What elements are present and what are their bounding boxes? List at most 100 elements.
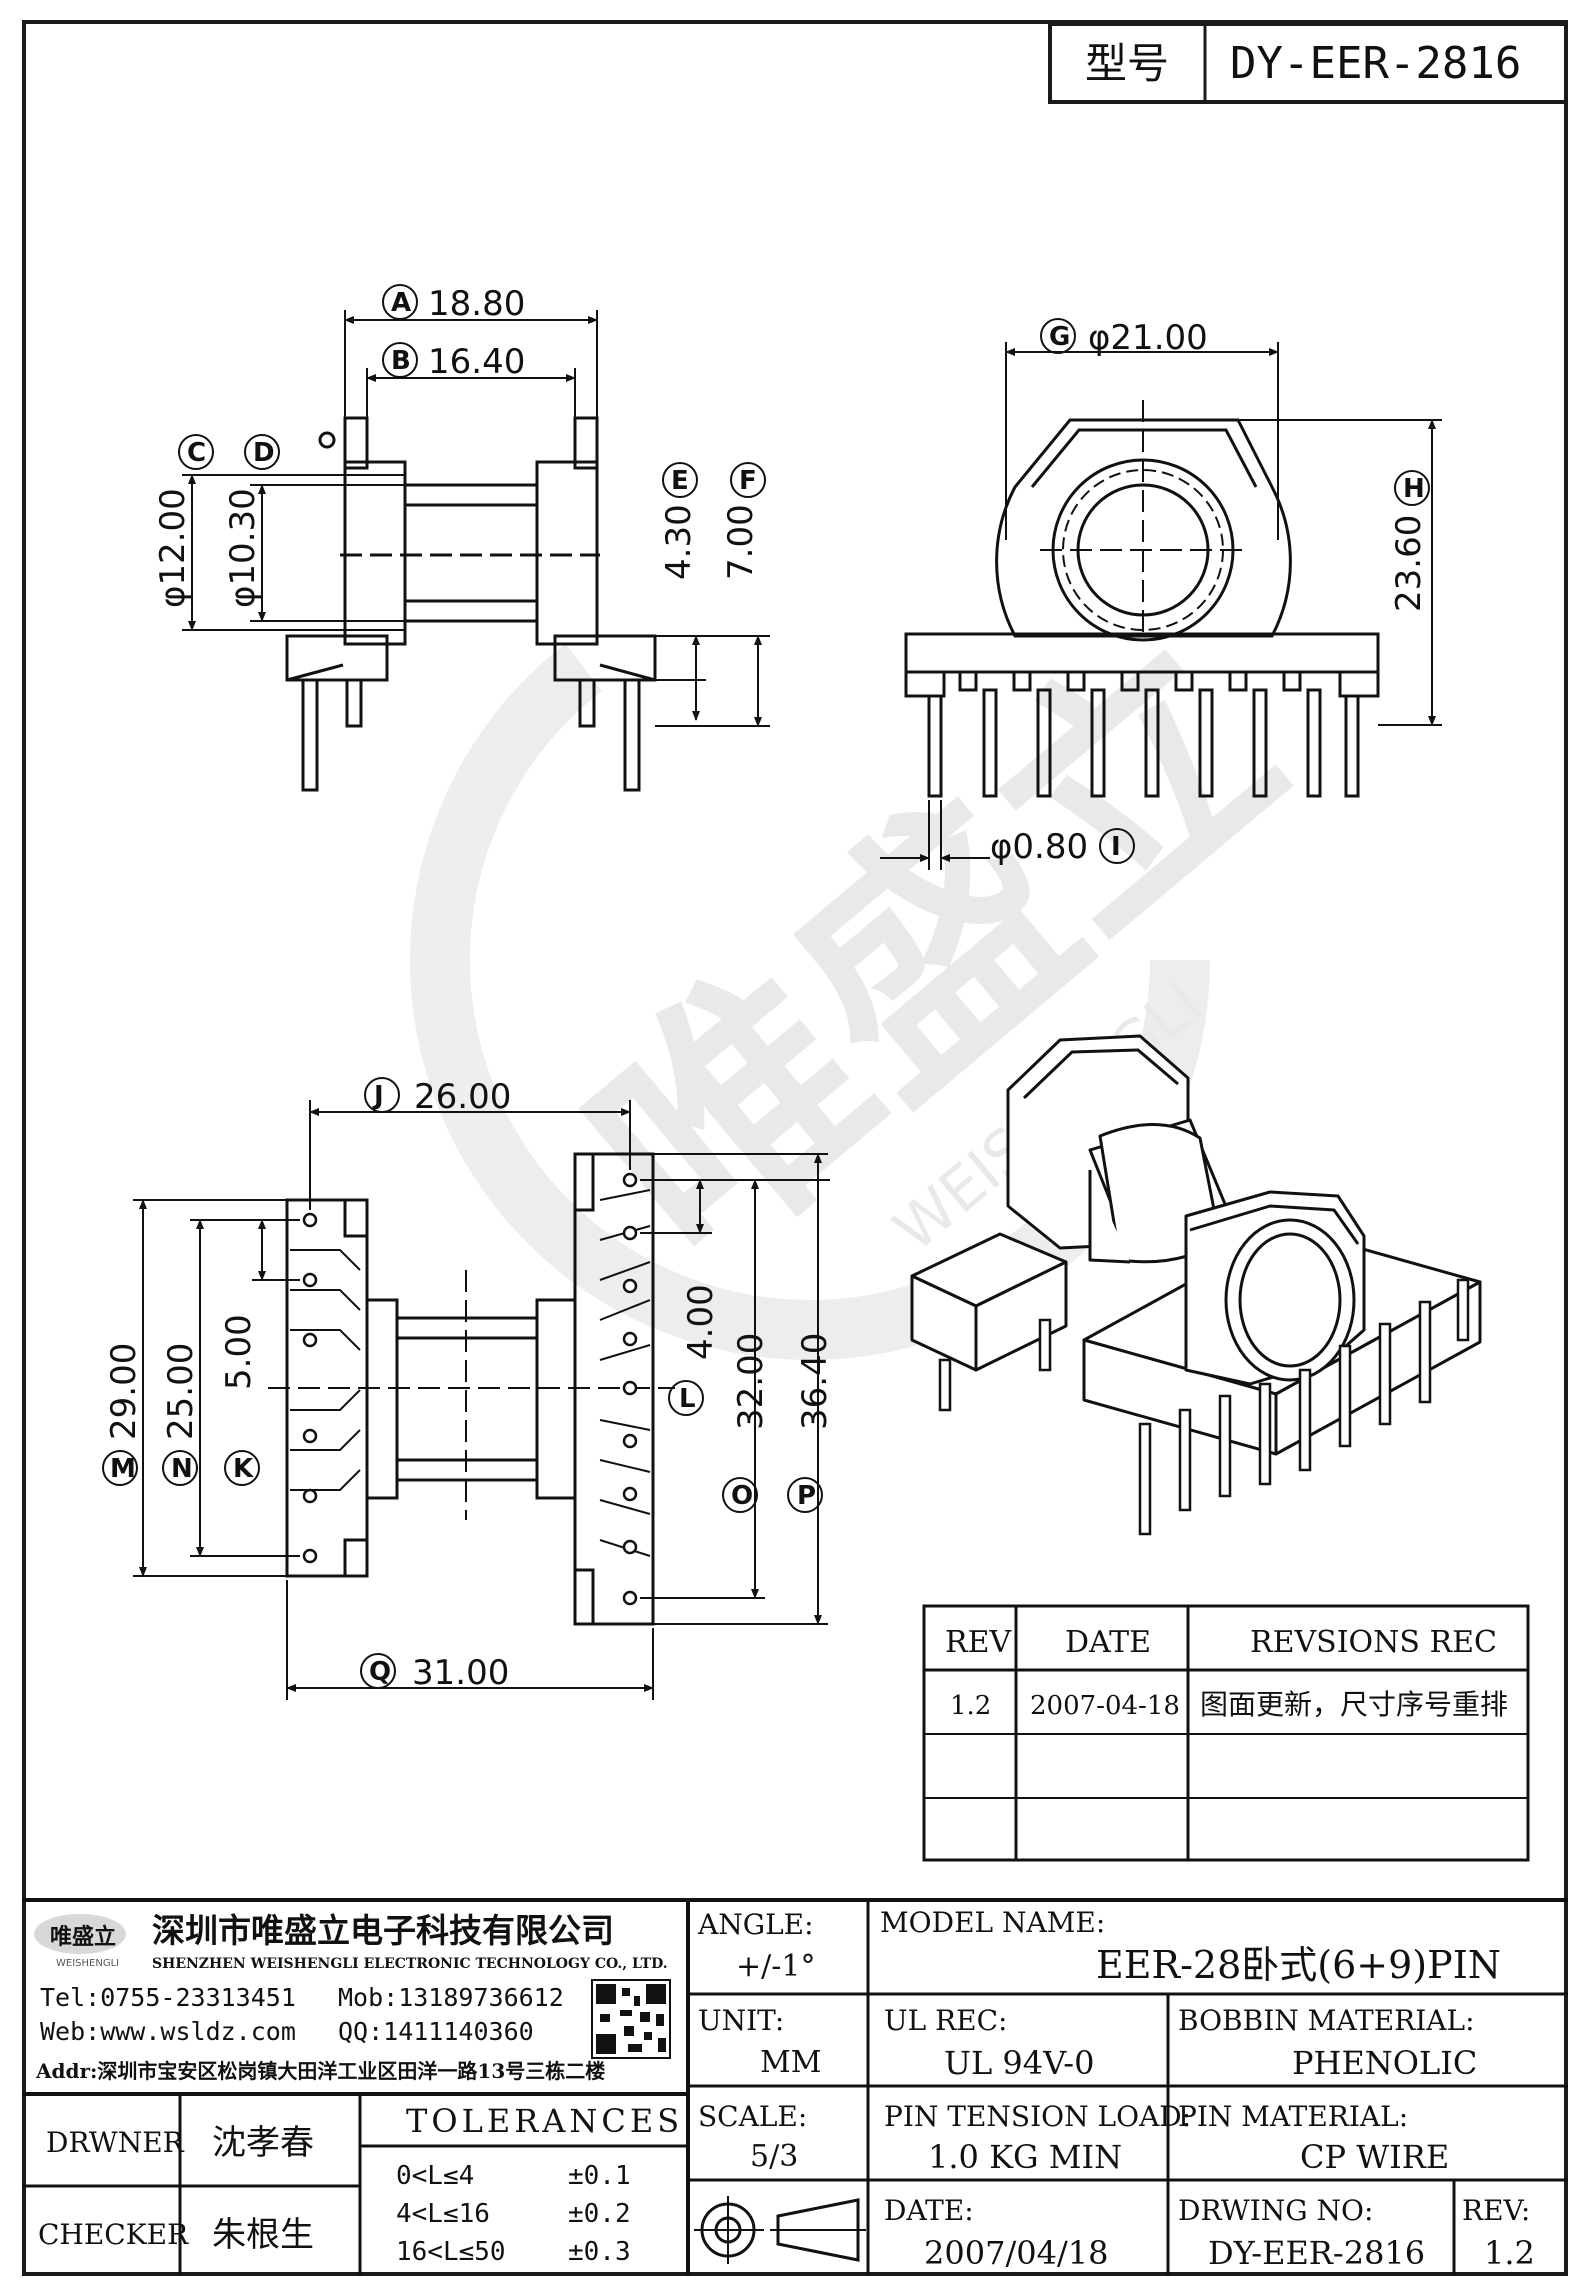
rev-header-date: DATE (1065, 1625, 1151, 1660)
dim-h-tag: H (1403, 474, 1425, 504)
dim-l-value: 4.00 (681, 1284, 721, 1360)
company-name-en: SHENZHEN WEISHENGLI ELECTRONIC TECHNOLOG… (152, 1956, 668, 1972)
company-logo-text: 唯盛立 (50, 1924, 116, 1950)
tolerance-range-2: 4<L≤16 (396, 2199, 490, 2229)
rev-value: 1.2 (1484, 2234, 1535, 2272)
scale-label: SCALE: (698, 2100, 807, 2133)
rev-header-rec: REVSIONS REC (1250, 1625, 1497, 1660)
company-name-cn: 深圳市唯盛立电子科技有限公司 (152, 1911, 614, 1950)
company-addr: Addr:深圳市宝安区松岗镇大田洋工业区田洋一路13号三栋二楼 (35, 2059, 605, 2083)
drwing-no-value: DY-EER-2816 (1208, 2234, 1425, 2272)
model-name-value: EER-28卧式(6+9)PIN (1096, 1943, 1501, 1987)
pin-material-label: PIN MATERIAL: (1178, 2100, 1408, 2133)
dim-f-value: 7.00 (721, 504, 761, 580)
title-block (22, 1898, 1568, 2276)
angle-value: +/-1° (736, 1949, 815, 1984)
dim-c-tag: C (187, 438, 206, 468)
dim-e-tag: E (671, 466, 689, 496)
front-view-pins (927, 688, 1360, 798)
front-view-dimensions (880, 342, 1442, 870)
dim-g-tag: G (1049, 322, 1070, 352)
pin-material-value: CP WIRE (1300, 2138, 1449, 2176)
dim-m-value: 29.00 (104, 1343, 144, 1440)
dim-h-value: 23.60 (1389, 515, 1429, 612)
dim-o-tag: O (731, 1481, 753, 1511)
checker-label: CHECKER (38, 2218, 189, 2251)
dim-d-tag: D (253, 438, 275, 468)
rev-header-rev: REV (945, 1625, 1012, 1660)
dim-c-value: φ12.00 (153, 488, 193, 608)
dim-q-tag: Q (369, 1657, 391, 1687)
dim-k-value: 5.00 (219, 1314, 259, 1390)
dim-j-value: 26.00 (414, 1077, 511, 1117)
model-name-label: MODEL NAME: (880, 1906, 1105, 1939)
dim-i-value: φ0.80 (990, 827, 1088, 867)
rev-row-1-date: 2007-04-18 (1030, 1691, 1180, 1721)
company-web: Web:www.wsldz.com (40, 2017, 296, 2046)
company-block: 唯盛立 WEISHENGLI 深圳市唯盛立电子科技有限公司 SHENZHEN W… (34, 1911, 671, 2083)
company-logo-sub: WEISHENGLI (56, 1958, 119, 1969)
bottom-view-dimension-text: J 26.00 5.00 K 29.00 M 25.00 N 4.00 L 32… (102, 1077, 835, 1693)
model-box-label: 型号 (1085, 39, 1169, 88)
tolerance-value-2: ±0.2 (568, 2199, 631, 2229)
dim-p-value: 36.40 (795, 1333, 835, 1430)
drwing-no-label: DRWING NO: (1178, 2194, 1373, 2227)
dim-b-tag: B (391, 346, 411, 376)
tolerances-title: TOLERANCES (406, 2102, 683, 2140)
bobbin-material-label: BOBBIN MATERIAL: (1178, 2004, 1475, 2037)
dim-l-tag: L (679, 1384, 696, 1414)
dim-e-value: 4.30 (659, 504, 699, 580)
scale-value: 5/3 (750, 2139, 798, 2174)
bottom-view-dimensions (133, 1100, 830, 1700)
side-view (285, 416, 657, 792)
dim-d-value: φ10.30 (223, 488, 263, 608)
dim-j-tag: J (372, 1081, 384, 1111)
pin-tension-label: PIN TENSION LOAD: (884, 2100, 1191, 2133)
drwner-value: 沈孝春 (212, 2123, 314, 2163)
bottom-view (268, 1152, 675, 1626)
dim-i-tag: I (1111, 832, 1121, 862)
title-block-text: ANGLE: +/-1° MODEL NAME: EER-28卧式(6+9)PI… (38, 1906, 1535, 2272)
tolerance-range-1: 0<L≤4 (396, 2161, 474, 2191)
dim-a-value: 18.80 (428, 284, 525, 324)
rev-row-1-rev: 1.2 (950, 1691, 991, 1721)
drwner-label: DRWNER (46, 2126, 185, 2159)
dim-q-value: 31.00 (412, 1653, 509, 1693)
company-qq: QQ:1411140360 (338, 2017, 534, 2046)
tolerance-value-1: ±0.1 (568, 2161, 631, 2191)
dim-k-tag: K (233, 1454, 254, 1484)
checker-value: 朱根生 (212, 2215, 314, 2255)
angle-label: ANGLE: (697, 1908, 814, 1941)
dim-n-value: 25.00 (161, 1343, 201, 1440)
dim-m-tag: M (110, 1454, 136, 1484)
dim-b-value: 16.40 (428, 342, 525, 382)
unit-label: UNIT: (698, 2004, 784, 2037)
bottom-view-pins (302, 1172, 638, 1606)
front-view-dimension-text: G φ21.00 H 23.60 φ0.80 I (990, 318, 1430, 867)
isometric-view (910, 1034, 1482, 1456)
date-value: 2007/04/18 (924, 2234, 1108, 2272)
dim-n-tag: N (171, 1454, 193, 1484)
company-mob: Mob:13189736612 (338, 1983, 564, 2012)
qr-code (591, 1979, 671, 2059)
dim-f-tag: F (739, 466, 757, 496)
dim-o-value: 32.00 (731, 1333, 771, 1430)
pin-tension-value: 1.0 KG MIN (928, 2138, 1122, 2176)
model-box-value: DY-EER-2816 (1230, 38, 1521, 89)
ul-rec-label: UL REC: (884, 2004, 1007, 2037)
front-view (904, 400, 1380, 798)
dim-a-tag: A (391, 288, 411, 318)
isometric-pins (938, 1278, 1470, 1536)
tolerance-range-3: 16<L≤50 (396, 2237, 506, 2267)
rev-label: REV: (1462, 2194, 1530, 2227)
dim-g-value: φ21.00 (1088, 318, 1208, 358)
projection-symbol-icon (694, 2196, 866, 2264)
company-tel: Tel:0755-23313451 (40, 1983, 296, 2012)
dim-p-tag: P (797, 1481, 816, 1511)
rev-row-1-rec: 图面更新，尺寸序号重排 (1200, 1688, 1508, 1721)
revision-table-text: REV DATE REVSIONS REC 1.2 2007-04-18 图面更… (945, 1625, 1508, 1721)
revision-table (922, 1604, 1530, 1862)
bobbin-material-value: PHENOLIC (1292, 2044, 1477, 2082)
date-label: DATE: (884, 2194, 974, 2227)
